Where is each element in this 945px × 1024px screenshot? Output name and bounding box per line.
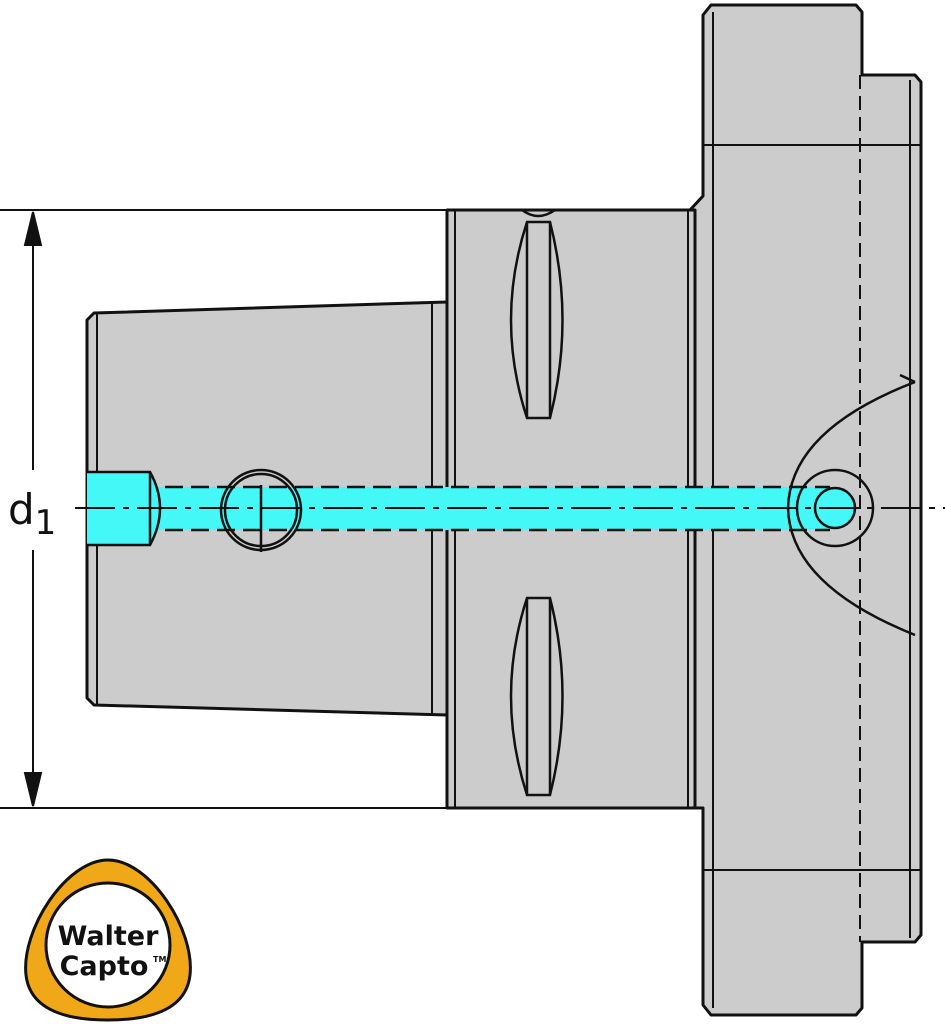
dimension-label: d1 xyxy=(8,485,56,543)
slot-top xyxy=(509,220,564,420)
slot-bottom xyxy=(509,596,564,797)
walter-capto-logo: Walter Capto TM xyxy=(24,858,192,1022)
svg-text:Walter: Walter xyxy=(58,921,160,952)
dimension-d1 xyxy=(0,209,447,809)
svg-text:TM: TM xyxy=(153,955,166,964)
svg-text:Capto: Capto xyxy=(60,951,149,982)
